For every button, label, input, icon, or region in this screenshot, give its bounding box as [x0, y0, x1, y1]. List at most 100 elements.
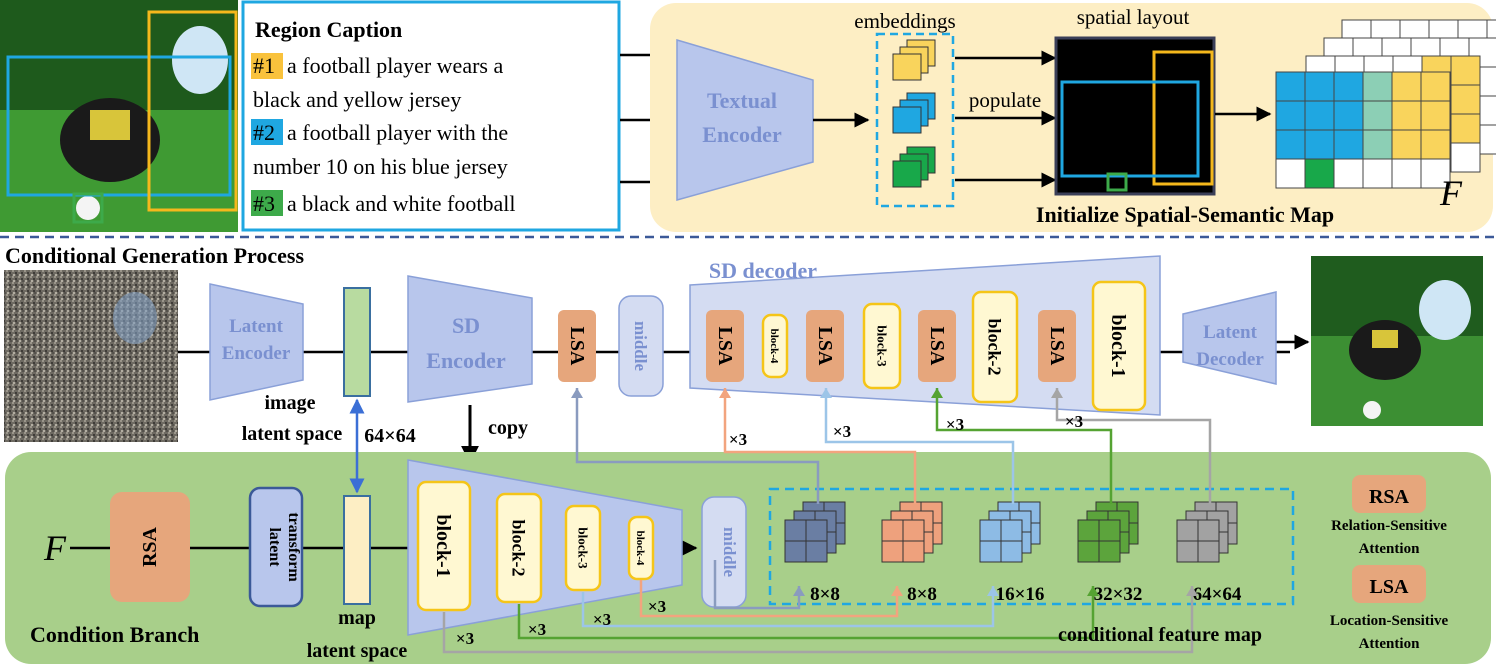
sd-encoder-copy — [407, 459, 683, 636]
size-64-label: 64×64 — [364, 425, 415, 447]
condition-branch-panel — [5, 452, 1491, 664]
lsa-block-5 — [1038, 310, 1076, 382]
connector-lines: ×3×3×3×3×3×3×3×3 — [442, 388, 1212, 654]
x3-encoder-4: ×3 — [456, 629, 474, 648]
map-cell — [1420, 129, 1451, 160]
feature-map-cell — [784, 540, 807, 563]
latent-transform-line1: latent — [266, 527, 283, 567]
map-cell — [1362, 129, 1393, 160]
link-block1-fm5-head — [1186, 586, 1198, 596]
map-cell — [1304, 129, 1335, 160]
link-fm2-lsa2 — [723, 388, 917, 504]
link-block2-fm4 — [517, 586, 1095, 640]
cond-block-1 — [416, 480, 472, 612]
link-block4-fm2 — [639, 580, 899, 618]
decoder-block-2 — [862, 302, 902, 390]
embedding-blue — [892, 92, 936, 134]
feature-size-4: 32×32 — [1094, 584, 1143, 605]
decoder-block-label-2: block-3 — [874, 325, 889, 367]
legend-rsa-swatch — [1352, 475, 1426, 513]
cond-block-4 — [627, 515, 655, 581]
link-block3-fm3-head — [987, 586, 999, 596]
feature-map-cell — [1077, 540, 1100, 563]
feature-map-cell — [1176, 540, 1199, 563]
decoder-block-label-4: block-1 — [1107, 314, 1129, 377]
map-cell — [1275, 71, 1306, 102]
feature-map-cell — [784, 519, 807, 542]
link-middle-fm1 — [713, 560, 801, 610]
cond-block-label-1: block-1 — [432, 514, 454, 577]
lsa-label-3: LSA — [814, 327, 836, 366]
map-latent-label-2: latent space — [307, 640, 408, 662]
map-cell — [1420, 158, 1451, 189]
map-cell — [1420, 100, 1451, 131]
link-block4-fm2-head — [891, 586, 903, 596]
map-cell — [1304, 71, 1335, 102]
output-photo — [1311, 256, 1483, 426]
region-caption-box: Region Caption #1 a football player wear… — [241, 0, 621, 232]
copy-label: copy — [488, 417, 528, 439]
sd-encoder-line2: Encoder — [426, 348, 506, 373]
map-symbol-F: F — [1439, 173, 1463, 213]
textual-encoder-line2: Encoder — [702, 122, 782, 147]
map-cell — [1450, 113, 1481, 144]
caption-tag-3-swatch — [251, 190, 283, 216]
link-fm3-lsa3-head — [820, 388, 832, 398]
caption-tag-3: #3 — [253, 191, 275, 216]
embeddings-box — [875, 32, 955, 208]
spatial-semantic-title: Initialize Spatial-Semantic Map — [1036, 202, 1334, 227]
feature-size-2: 8×8 — [907, 584, 937, 605]
condition-branch-title: Condition Branch — [30, 622, 199, 647]
link-fm1-lsa1-head — [571, 388, 583, 398]
lsa-label-2: LSA — [714, 327, 736, 366]
feature-map-cell — [902, 540, 925, 563]
map-latent-label-1: map — [338, 607, 376, 629]
lsa-label-1: LSA — [566, 327, 588, 366]
rsa-block — [110, 492, 190, 602]
link-fm5-lsa5 — [1055, 388, 1212, 504]
condition-input-F: F — [43, 528, 67, 568]
map-cell — [1275, 158, 1306, 189]
spatial-layout — [1054, 36, 1216, 196]
latent-encoder-line2: Encoder — [222, 343, 291, 364]
legend-lsa-swatch — [1352, 565, 1426, 603]
spatial-semantic-map — [1275, 19, 1496, 189]
feature-map-cell — [1197, 519, 1220, 542]
embedding-green — [892, 146, 936, 188]
map-cell — [1275, 129, 1306, 160]
spatial-layout-label: spatial layout — [1077, 5, 1190, 29]
map-cell — [1304, 158, 1335, 189]
map-cell — [1391, 129, 1422, 160]
condition-middle-label: middle — [720, 527, 739, 578]
textual-encoder-line1: Textual — [707, 88, 777, 113]
map-cell — [1450, 142, 1481, 173]
feature-map-label: conditional feature map — [1058, 624, 1262, 646]
feature-map-cell — [979, 519, 1002, 542]
legend-lsa-label: LSA — [1370, 576, 1409, 598]
map-latent-bar — [343, 495, 371, 605]
legend: RSA Relation-Sensitive Attention LSA Loc… — [1330, 475, 1449, 652]
feature-size-3: 16×16 — [996, 584, 1045, 605]
sd-encoder — [407, 275, 533, 403]
link-block2-fm4-head — [1087, 586, 1099, 596]
map-cell — [1420, 71, 1451, 102]
map-cell — [1333, 158, 1364, 189]
feature-map-cell — [881, 519, 904, 542]
link-fm3-lsa3 — [824, 388, 1015, 504]
lsa-block-2 — [706, 310, 744, 382]
caption-3-line1: a black and white football — [287, 191, 515, 216]
cond-block-2 — [495, 492, 543, 604]
legend-lsa-desc-1: Location-Sensitive — [1330, 613, 1449, 629]
lsa-block-3 — [806, 310, 844, 382]
decoder-block-3 — [971, 290, 1019, 404]
x3-decoder-2: ×3 — [833, 422, 851, 441]
legend-rsa-label: RSA — [1369, 486, 1410, 508]
x3-decoder-3: ×3 — [946, 415, 964, 434]
middle-label: middle — [631, 321, 650, 372]
caption-tag-2: #2 — [253, 120, 275, 145]
map-cell — [1362, 71, 1393, 102]
x3-decoder-1: ×3 — [729, 430, 747, 449]
link-block3-fm3 — [581, 586, 995, 628]
